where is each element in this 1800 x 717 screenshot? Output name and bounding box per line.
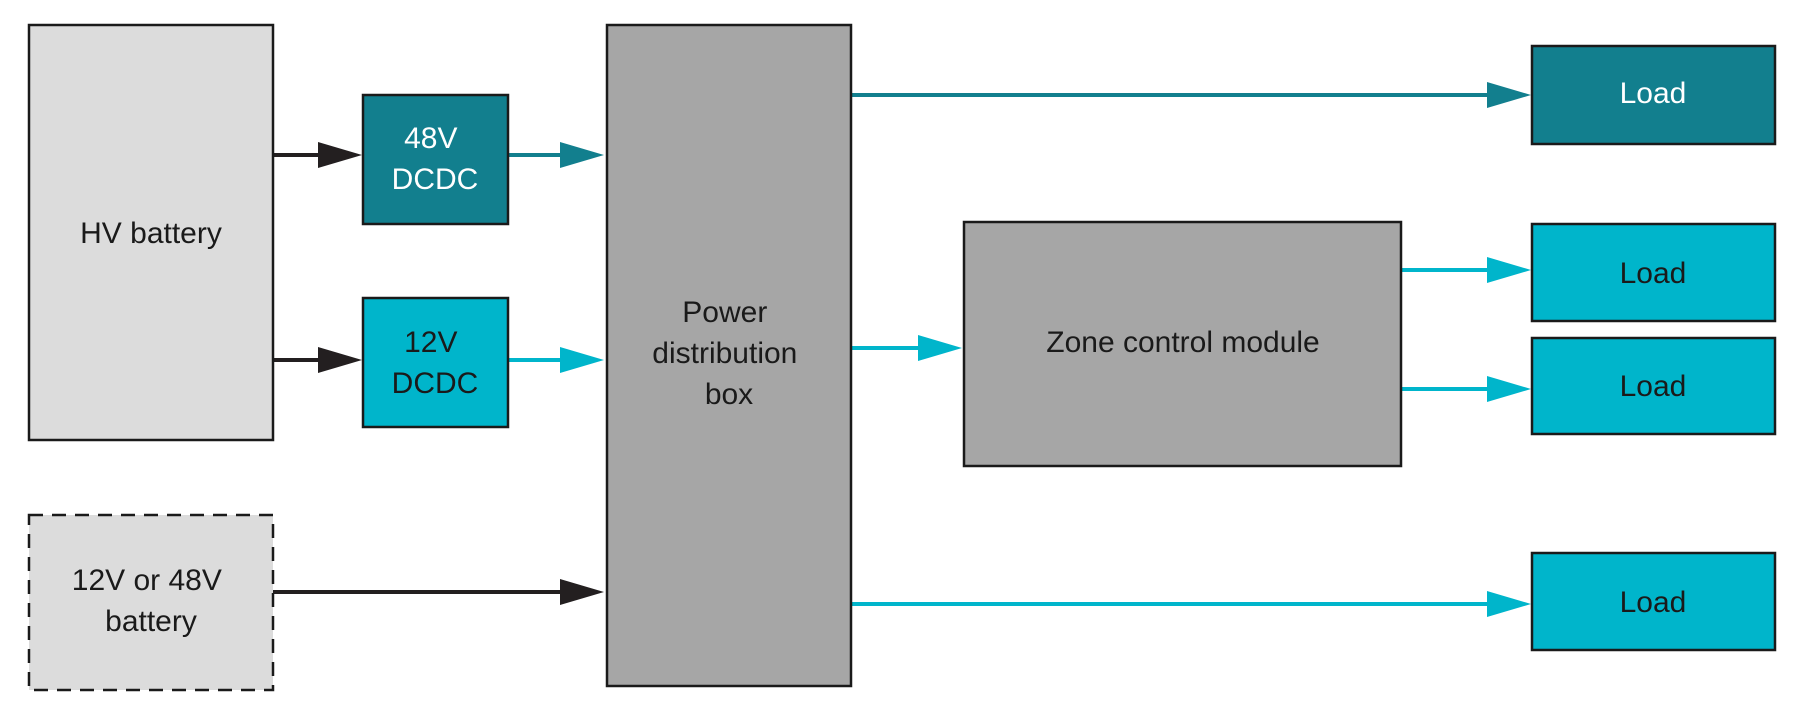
dcdc-48v-node: 48V DCDC [361, 93, 510, 226]
pdb-to-load-top-arrow [851, 82, 1531, 108]
dcdc-48v-to-pdb-arrow-head [560, 142, 604, 168]
svg-text:Load: Load [1620, 77, 1687, 110]
svg-text:HV battery: HV battery [80, 217, 222, 250]
load-bottom-label: Load [1620, 586, 1687, 619]
aux-battery-label-line-2: battery [105, 605, 197, 638]
pdb-to-load-bottom-arrow-head [1487, 591, 1531, 617]
pdb-to-load-top-arrow-head [1487, 82, 1531, 108]
load-zone-2-node: Load [1530, 336, 1777, 436]
hv-battery-to-dcdc-12v-arrow [273, 347, 362, 373]
dcdc-48v-label-line-2: DCDC [392, 163, 479, 196]
dcdc-48v-to-pdb-arrow [508, 142, 604, 168]
power-distribution-box [605, 23, 853, 688]
svg-text:12V DCDC: 12V DCDC [392, 326, 479, 400]
pdb-to-zone-control-arrow [851, 335, 962, 361]
svg-text:Load: Load [1620, 586, 1687, 619]
svg-text:Load: Load [1620, 370, 1687, 403]
hv-battery-label: HV battery [80, 217, 222, 250]
load-top-label: Load [1620, 77, 1687, 110]
load-zone-2-label: Load [1620, 370, 1687, 403]
zone-control-module-label: Zone control module [1046, 326, 1320, 359]
svg-text:Load: Load [1620, 257, 1687, 290]
hv-battery-to-dcdc-48v-arrow-head [318, 142, 362, 168]
zone-control-to-load-1-arrow-head [1487, 257, 1531, 283]
pdb-to-zone-control-arrow-head [918, 335, 962, 361]
dcdc-12v-box [361, 296, 510, 429]
power-distribution-box-node: Power distribution box [605, 23, 853, 688]
zone-control-to-load-2-arrow [1401, 376, 1531, 402]
svg-text:Power distribution: Power distribution box [652, 296, 805, 411]
load-bottom-node: Load [1530, 551, 1777, 652]
zone-control-module-node: Zone control module [962, 220, 1403, 468]
pdb-to-load-bottom-arrow [851, 591, 1531, 617]
dcdc-12v-label-line-2: DCDC [392, 367, 479, 400]
pdb-label-line-3: box [705, 378, 753, 411]
svg-text:Zone control module: Zone control module [1046, 326, 1320, 359]
aux-battery-box [27, 513, 275, 692]
dcdc-12v-node: 12V DCDC [361, 296, 510, 429]
load-zone-1-label: Load [1620, 257, 1687, 290]
dcdc-12v-to-pdb-arrow-head [560, 347, 604, 373]
dcdc-12v-label-line-1: 12V [404, 326, 457, 359]
aux-battery-to-pdb-arrow-head [560, 579, 604, 605]
load-top-box [1530, 44, 1777, 146]
hv-battery-box [27, 23, 275, 442]
dcdc-48v-box [361, 93, 510, 226]
load-top-node: Load [1530, 44, 1777, 146]
hv-battery-to-dcdc-48v-arrow [273, 142, 362, 168]
pdb-label-line-1: Power [682, 296, 767, 329]
connectors [273, 82, 1531, 617]
aux-battery-label-line-1: 12V or 48V [72, 564, 222, 597]
hv-battery-node: HV battery [27, 23, 275, 442]
dcdc-12v-to-pdb-arrow [508, 347, 604, 373]
zone-control-module-box [962, 220, 1403, 468]
hv-battery-to-dcdc-12v-arrow-head [318, 347, 362, 373]
zone-control-to-load-2-arrow-head [1487, 376, 1531, 402]
svg-text:12V or 48V battery: 12V or 48V battery [72, 564, 230, 638]
load-zone-2-box [1530, 336, 1777, 436]
load-bottom-box [1530, 551, 1777, 652]
zone-control-to-load-1-arrow [1401, 257, 1531, 283]
load-zone-1-box [1530, 222, 1777, 323]
aux-battery-node: 12V or 48V battery [27, 513, 275, 692]
svg-text:48V DCDC: 48V DCDC [392, 122, 479, 196]
aux-battery-to-pdb-arrow [273, 579, 604, 605]
dcdc-48v-label-line-1: 48V [404, 122, 457, 155]
pdb-label-line-2: distribution [652, 337, 797, 370]
load-zone-1-node: Load [1530, 222, 1777, 323]
